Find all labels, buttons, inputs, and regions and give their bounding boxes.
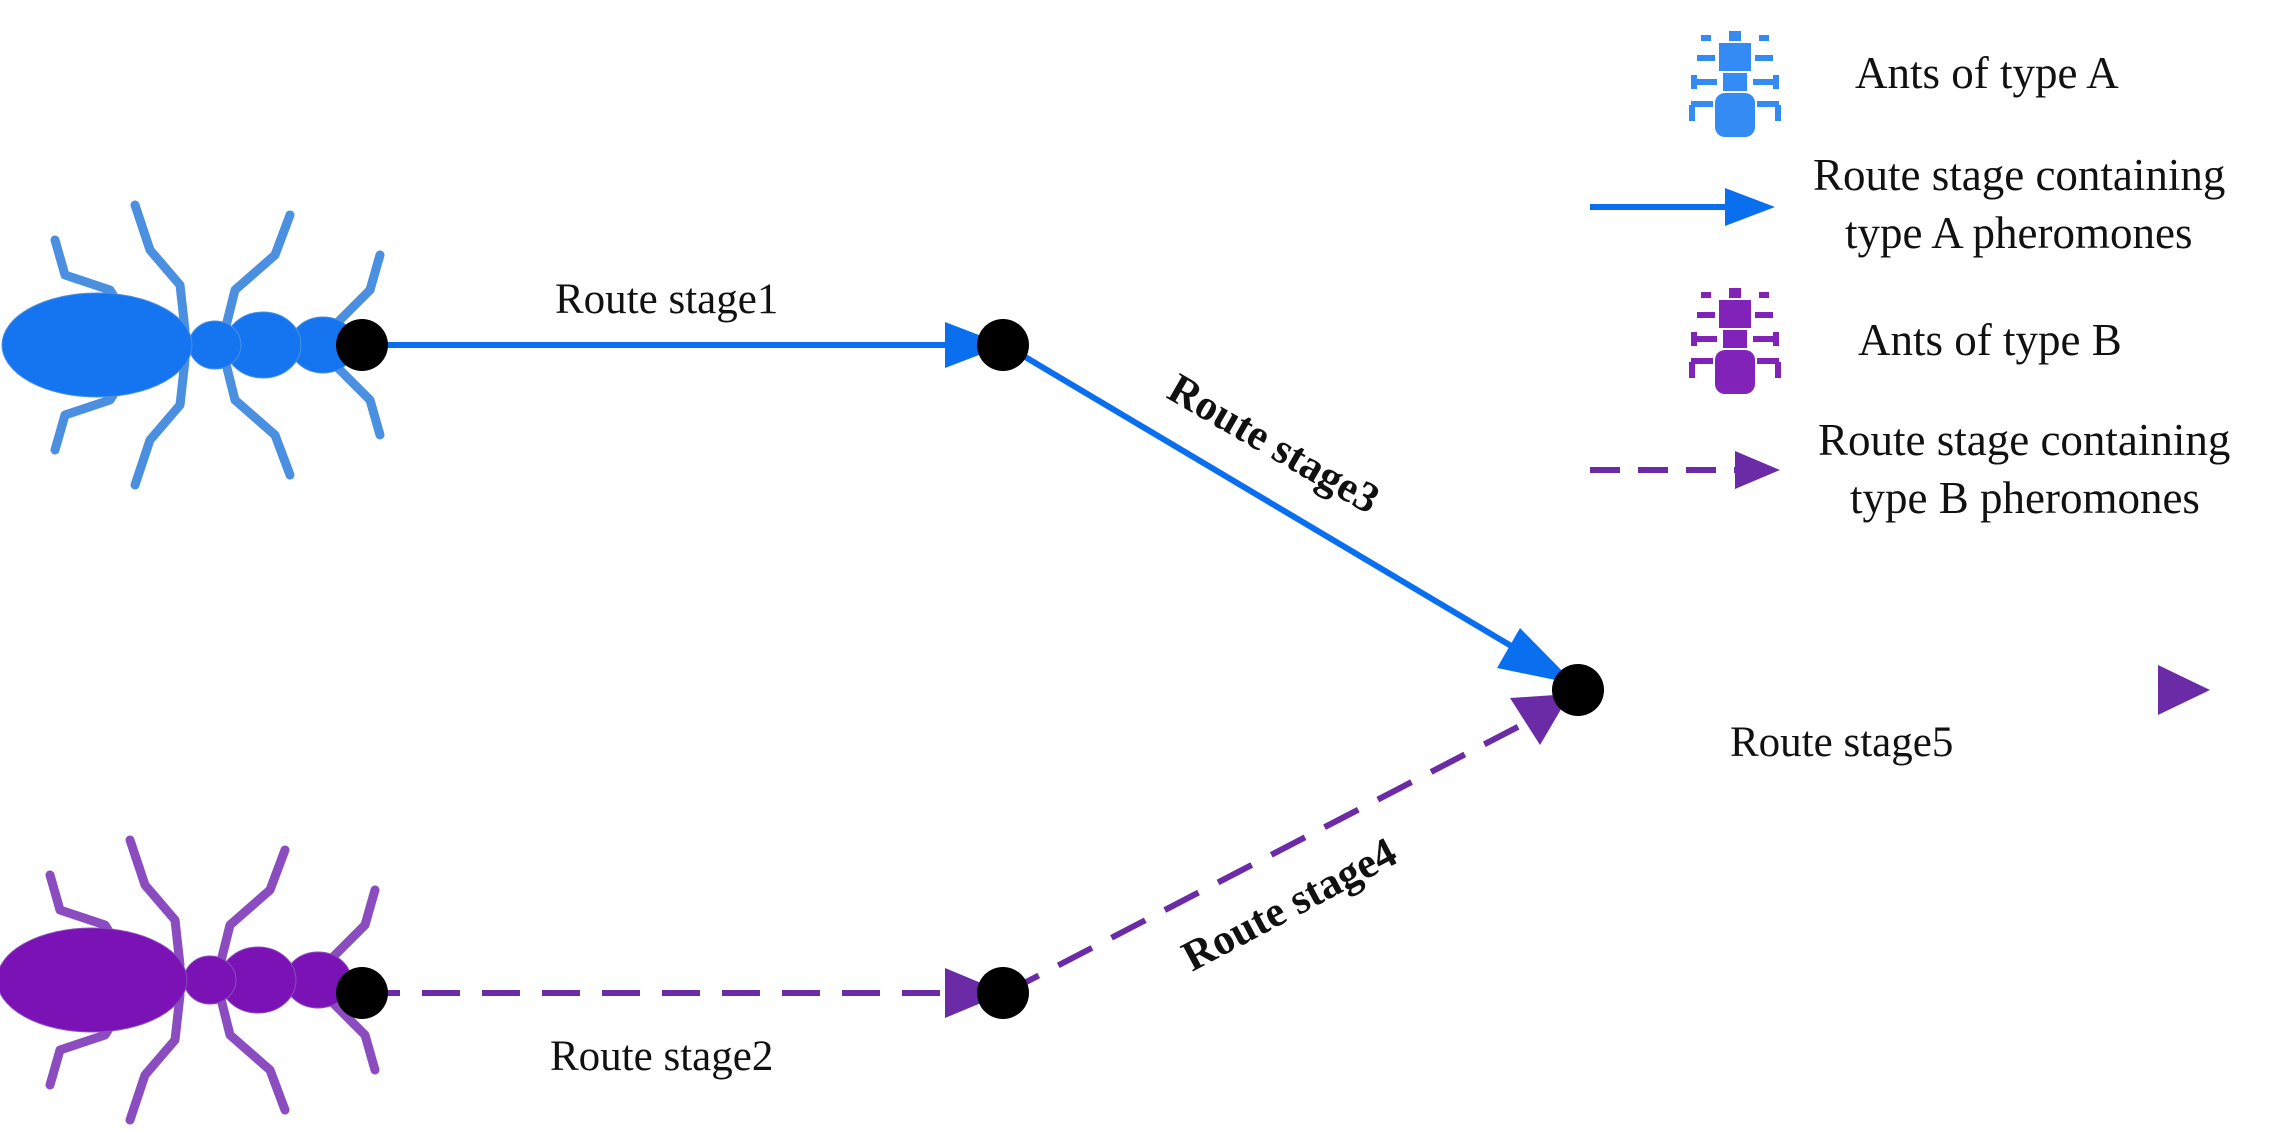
legend-route-b-line1: Route stage containing	[1818, 415, 2230, 465]
route-stage3-arrow	[1003, 342, 1557, 675]
legend-route-a-arrowhead	[1725, 188, 1775, 226]
legend-route-a-line1: Route stage containing	[1813, 150, 2225, 200]
legend-route-b-line2: type B pheromones	[1850, 473, 2200, 523]
route-stage1-arrowhead	[945, 322, 1005, 368]
route-node	[336, 319, 388, 371]
route-node	[336, 967, 388, 1019]
ant-icon	[1689, 288, 1781, 394]
route-node	[977, 319, 1029, 371]
legend-ants-b-label: Ants of type B	[1858, 315, 2122, 365]
route-stage4-label: Route stage4	[1175, 829, 1405, 981]
route-stage5-label: Route stage5	[1730, 719, 1953, 766]
legend-route-a-line2: type A pheromones	[1845, 208, 2192, 258]
route-stage2-label: Route stage2	[550, 1033, 773, 1080]
route-stage1-label: Route stage1	[555, 276, 778, 323]
route-node	[977, 967, 1029, 1019]
route-stage4-arrowhead	[1510, 694, 1570, 745]
legend-ants-a-label: Ants of type A	[1855, 48, 2119, 98]
legend-route-b-arrowhead	[1735, 451, 1780, 489]
ant-icon	[1689, 31, 1781, 137]
ant-icon	[0, 840, 375, 1120]
ant-icon	[2, 205, 380, 485]
route-node	[1552, 664, 1604, 716]
route-stage4-arrow	[1003, 715, 1537, 996]
route-stage5-arrowhead	[2158, 665, 2210, 715]
route-stage3-arrowhead	[1497, 628, 1575, 684]
route-stage3-label: Route stage3	[1160, 365, 1387, 523]
route-stage2-arrowhead	[945, 968, 1005, 1018]
